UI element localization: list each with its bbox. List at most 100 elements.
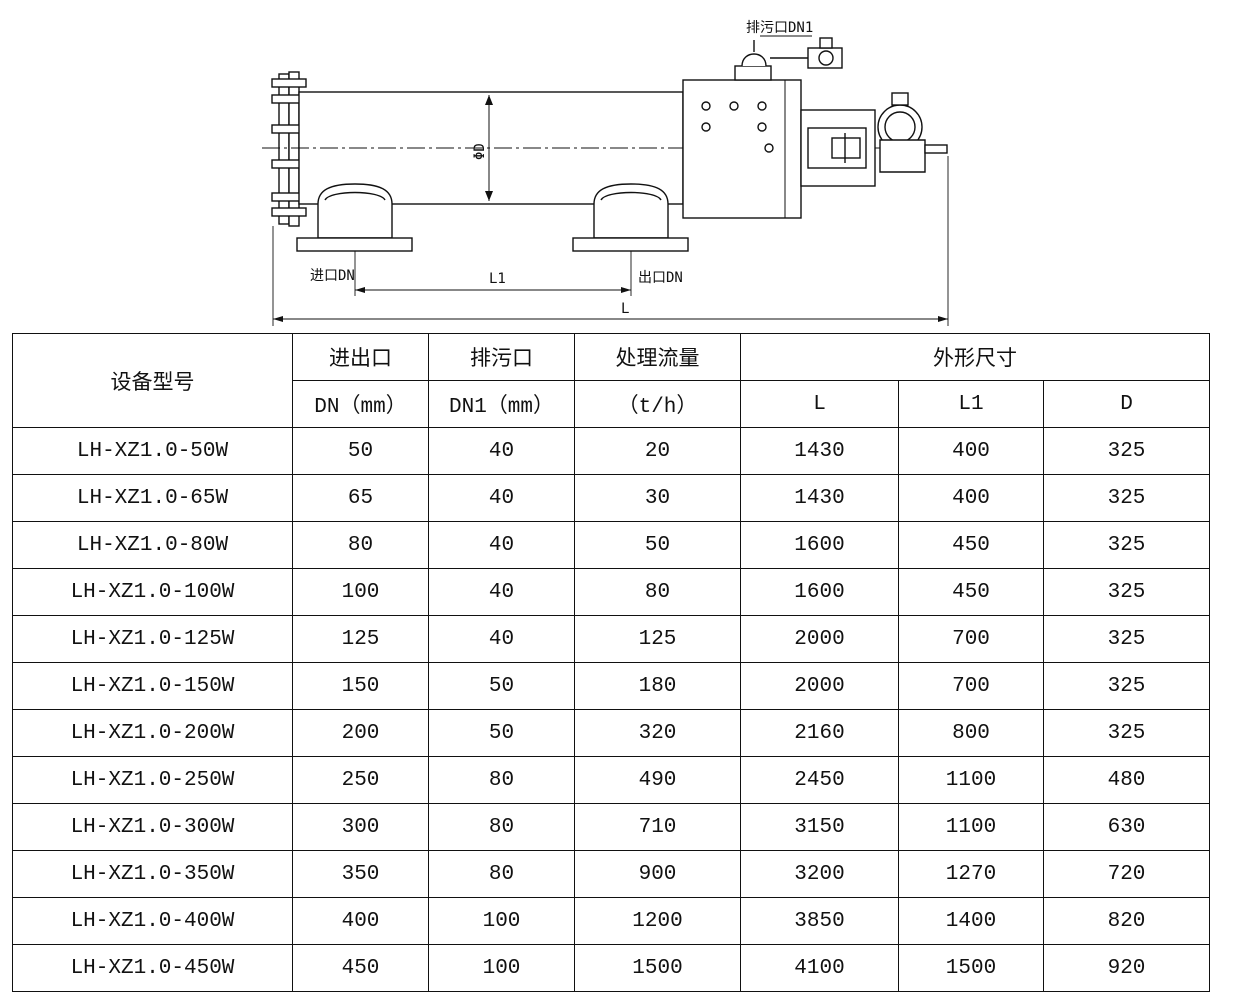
cell-model: LH-XZ1.0-250W	[12, 756, 293, 804]
cell-d: 820	[1043, 897, 1210, 945]
outlet-nozzle	[593, 183, 669, 239]
header-dimensions: 外形尺寸	[740, 333, 1210, 381]
cell-flow: 20	[574, 427, 741, 475]
cell-dn: 100	[292, 568, 429, 616]
cell-flow: 1200	[574, 897, 741, 945]
header-flow: 处理流量	[574, 333, 741, 381]
cell-flow: 490	[574, 756, 741, 804]
cell-l: 3850	[740, 897, 899, 945]
cell-dn1: 80	[428, 803, 575, 851]
cell-model: LH-XZ1.0-450W	[12, 944, 293, 992]
cell-model: LH-XZ1.0-400W	[12, 897, 293, 945]
l-label: L	[621, 301, 629, 317]
header-dim-l: L	[740, 380, 899, 428]
diameter-label: ΦD	[472, 143, 488, 160]
cell-d: 325	[1043, 427, 1210, 475]
cell-dn: 300	[292, 803, 429, 851]
cell-dn: 400	[292, 897, 429, 945]
drain-valve	[734, 65, 772, 81]
cell-model: LH-XZ1.0-80W	[12, 521, 293, 569]
cell-l1: 1500	[898, 944, 1044, 992]
header-row-2: DN（mm） DN1（mm） （t/h） L L1 D	[13, 380, 1210, 428]
cell-l: 3150	[740, 803, 899, 851]
flange-bolts	[271, 78, 307, 217]
cell-d: 480	[1043, 756, 1210, 804]
cell-dn1: 80	[428, 850, 575, 898]
cell-l: 1600	[740, 521, 899, 569]
outlet-label: 出口DN	[638, 270, 683, 286]
cell-l1: 1270	[898, 850, 1044, 898]
cell-l: 1600	[740, 568, 899, 616]
cell-l1: 450	[898, 568, 1044, 616]
cell-l: 1430	[740, 474, 899, 522]
cell-flow: 180	[574, 662, 741, 710]
cell-d: 325	[1043, 615, 1210, 663]
cell-d: 920	[1043, 944, 1210, 992]
cell-l: 2000	[740, 615, 899, 663]
cell-dn: 50	[292, 427, 429, 475]
cell-l1: 400	[898, 427, 1044, 475]
header-row-1: 设备型号 进出口 排污口 处理流量 外形尺寸	[12, 333, 1210, 428]
control-box	[682, 79, 802, 219]
cell-model: LH-XZ1.0-125W	[12, 615, 293, 663]
cell-dn1: 50	[428, 662, 575, 710]
cell-l: 1430	[740, 427, 899, 475]
cell-flow: 30	[574, 474, 741, 522]
cell-dn1: 40	[428, 427, 575, 475]
cell-flow: 900	[574, 850, 741, 898]
header-drain: 排污口	[428, 333, 575, 381]
cell-flow: 1500	[574, 944, 741, 992]
cell-model: LH-XZ1.0-65W	[12, 474, 293, 522]
cell-dn: 250	[292, 756, 429, 804]
cell-flow: 80	[574, 568, 741, 616]
cell-flow: 320	[574, 709, 741, 757]
cell-d: 325	[1043, 568, 1210, 616]
cell-d: 325	[1043, 662, 1210, 710]
cell-l: 3200	[740, 850, 899, 898]
l1-label: L1	[489, 271, 506, 287]
cell-d: 325	[1043, 474, 1210, 522]
cell-model: LH-XZ1.0-150W	[12, 662, 293, 710]
cell-dn: 80	[292, 521, 429, 569]
header-flow-unit: （t/h）	[574, 380, 741, 428]
cell-model: LH-XZ1.0-50W	[12, 427, 293, 475]
cell-dn: 65	[292, 474, 429, 522]
header-inlet: 进出口	[292, 333, 429, 381]
cell-flow: 50	[574, 521, 741, 569]
cell-dn1: 50	[428, 709, 575, 757]
cell-dn: 125	[292, 615, 429, 663]
cell-d: 630	[1043, 803, 1210, 851]
drain-label: 排污口DN1	[746, 20, 813, 36]
cell-dn1: 40	[428, 474, 575, 522]
cell-l1: 400	[898, 474, 1044, 522]
cell-model: LH-XZ1.0-300W	[12, 803, 293, 851]
cell-flow: 710	[574, 803, 741, 851]
cell-l1: 1100	[898, 803, 1044, 851]
cell-l: 2000	[740, 662, 899, 710]
cell-l1: 1400	[898, 897, 1044, 945]
spec-table: 设备型号 进出口 排污口 处理流量 外形尺寸 DN（mm） DN1（mm） （t…	[12, 333, 1210, 992]
cell-dn1: 100	[428, 897, 575, 945]
cell-dn: 450	[292, 944, 429, 992]
cell-model: LH-XZ1.0-350W	[12, 850, 293, 898]
cell-dn1: 80	[428, 756, 575, 804]
cell-l1: 700	[898, 615, 1044, 663]
cell-dn1: 40	[428, 521, 575, 569]
inlet-nozzle	[317, 183, 393, 239]
cell-dn1: 40	[428, 568, 575, 616]
cell-dn: 150	[292, 662, 429, 710]
cell-d: 325	[1043, 521, 1210, 569]
cell-dn1: 100	[428, 944, 575, 992]
filter-drawing: 排污口DN1 进口DN 出口DN L1 L ΦD	[262, 20, 950, 326]
cell-l: 2450	[740, 756, 899, 804]
header-drain-unit: DN1（mm）	[428, 380, 575, 428]
